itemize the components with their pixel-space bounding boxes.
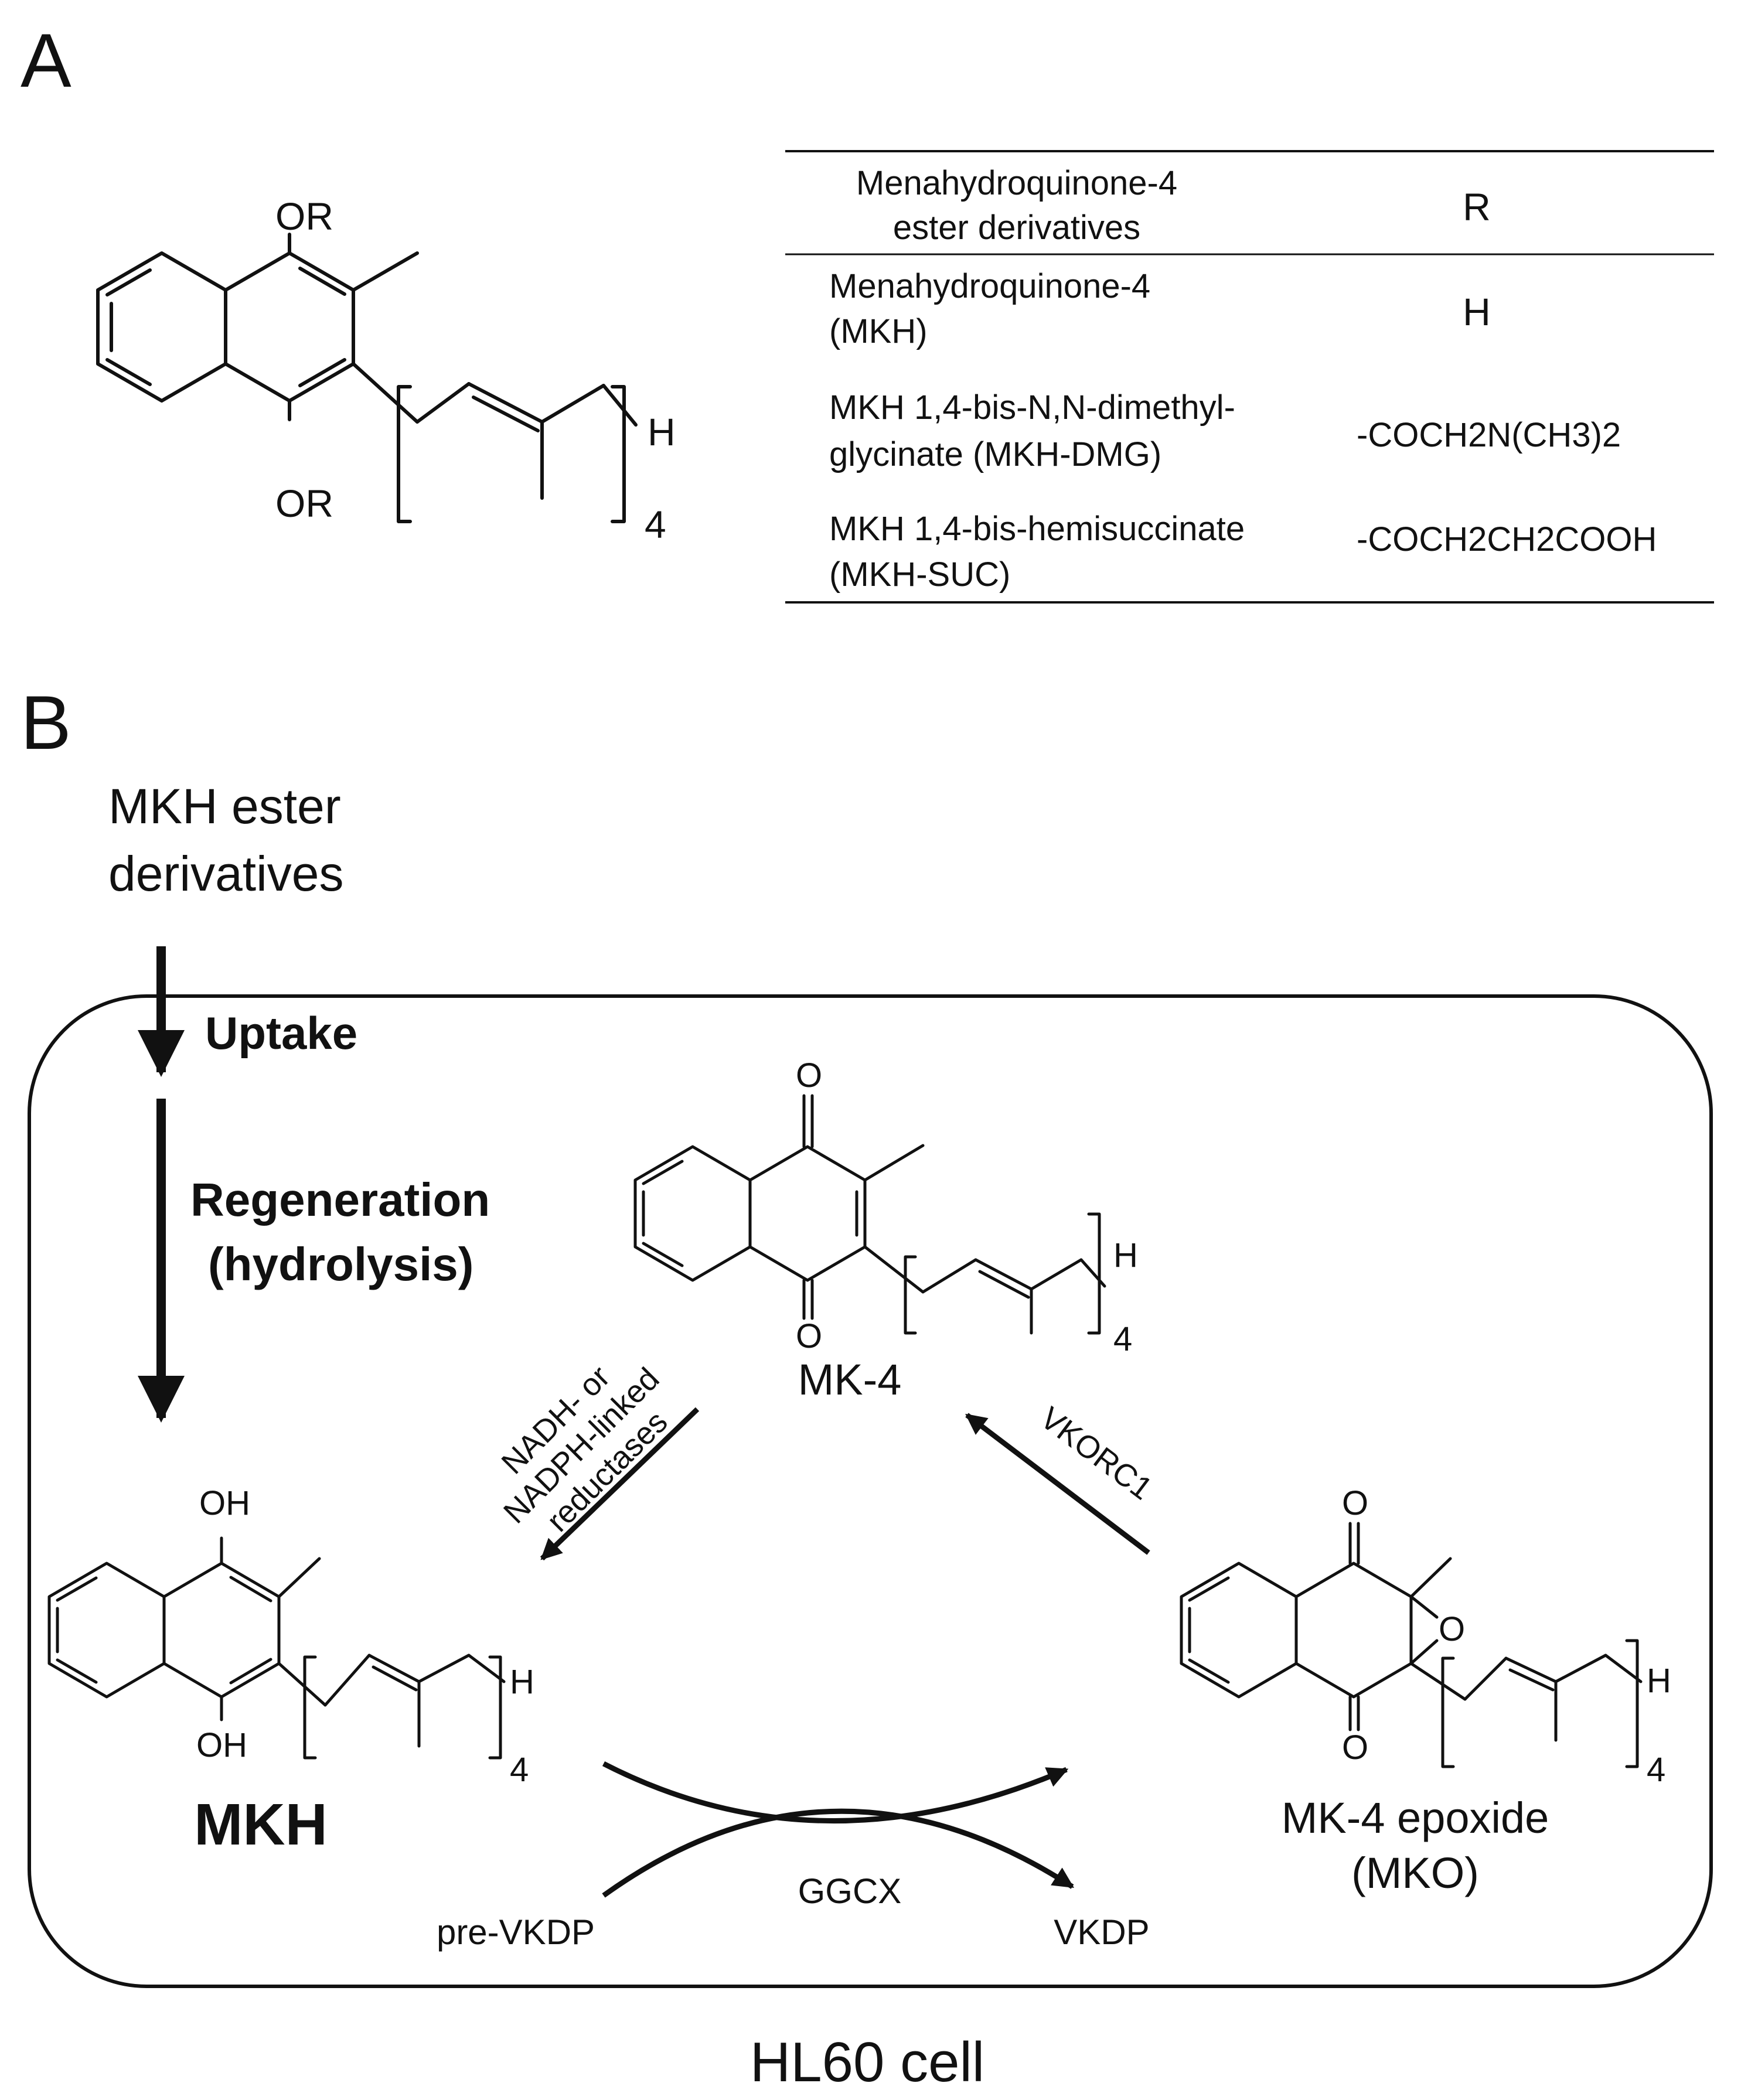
table-row-mkh-line1: Menahydroquinone-4 bbox=[829, 267, 1150, 305]
reductase-arrow bbox=[540, 1407, 700, 1561]
mkh-h: H bbox=[510, 1663, 534, 1701]
ggcx-label: GGCX bbox=[798, 1871, 902, 1911]
table-row-suc-line1: MKH 1,4-bis-hemisuccinate bbox=[829, 510, 1245, 548]
h-terminal-label: H bbox=[648, 410, 676, 454]
mkh-to-mko-arrow bbox=[602, 1761, 1069, 1823]
input-label-line1: MKH ester bbox=[108, 779, 341, 834]
mko-structure bbox=[1180, 1522, 1643, 1768]
regeneration-label-line2: (hydrolysis) bbox=[208, 1238, 473, 1290]
mko-o-top: O bbox=[1342, 1484, 1368, 1522]
mk4-o-top: O bbox=[796, 1056, 822, 1095]
table-row-dmg-line2: glycinate (MKH-DMG) bbox=[829, 435, 1161, 473]
table-header-compound-line2: ester derivatives bbox=[893, 209, 1140, 247]
repeat-count-label: 4 bbox=[645, 503, 666, 546]
pre-vkdp-label: pre-VKDP bbox=[437, 1912, 595, 1952]
mkh-n: 4 bbox=[510, 1751, 529, 1789]
pre-vkdp-to-vkdp-arrow bbox=[602, 1808, 1075, 1898]
table-header-compound-line1: Menahydroquinone-4 bbox=[856, 164, 1177, 202]
mk4-n: 4 bbox=[1113, 1320, 1132, 1358]
mkh-structure bbox=[47, 1536, 506, 1760]
table-row-dmg-line1: MKH 1,4-bis-N,N-dimethyl- bbox=[829, 388, 1235, 427]
table-row-suc-line2: (MKH-SUC) bbox=[829, 555, 1010, 594]
table-header-r: R bbox=[1463, 185, 1491, 229]
mko-n: 4 bbox=[1647, 1751, 1665, 1789]
panel-b-label: B bbox=[21, 680, 71, 765]
mko-o-bottom: O bbox=[1342, 1729, 1368, 1767]
mk4-label: MK-4 bbox=[798, 1355, 902, 1404]
mkh-label: MKH bbox=[194, 1792, 328, 1857]
mko-label-line2: (MKO) bbox=[1351, 1849, 1479, 1897]
table-row-mkh-line2: (MKH) bbox=[829, 312, 928, 350]
panel-a-label: A bbox=[21, 18, 71, 103]
table-row-dmg-r: -COCH2N(CH3)2 bbox=[1357, 416, 1621, 454]
uptake-label: Uptake bbox=[205, 1007, 357, 1059]
or-bottom-label: OR bbox=[275, 482, 333, 525]
cell-label: HL60 cell bbox=[750, 2031, 984, 2094]
derivative-table: Menahydroquinone-4 ester derivatives R M… bbox=[785, 150, 1714, 604]
vkdp-label: VKDP bbox=[1054, 1912, 1149, 1952]
mko-label-line1: MK-4 epoxide bbox=[1282, 1794, 1549, 1842]
vkorc1-arrow bbox=[965, 1413, 1150, 1555]
mkh-oh-top: OH bbox=[199, 1484, 250, 1522]
mk4-o-bottom: O bbox=[796, 1317, 822, 1355]
vkorc1-label: VKORC1 bbox=[1034, 1400, 1159, 1507]
table-row-mkh-r: H bbox=[1463, 290, 1491, 333]
regeneration-label-line1: Regeneration bbox=[190, 1174, 490, 1226]
mk4-h: H bbox=[1113, 1236, 1138, 1274]
mko-h: H bbox=[1647, 1662, 1671, 1700]
mk4-structure bbox=[633, 1094, 1106, 1335]
input-label-line2: derivatives bbox=[108, 846, 344, 901]
mkh-oh-bottom: OH bbox=[196, 1726, 247, 1764]
mkh-ester-structure bbox=[96, 233, 638, 523]
table-row-suc-r: -COCH2CH2COOH bbox=[1357, 520, 1657, 558]
hl60-cell-boundary bbox=[28, 994, 1713, 1988]
or-top-label: OR bbox=[275, 195, 333, 238]
mko-o-epoxide: O bbox=[1439, 1610, 1465, 1648]
